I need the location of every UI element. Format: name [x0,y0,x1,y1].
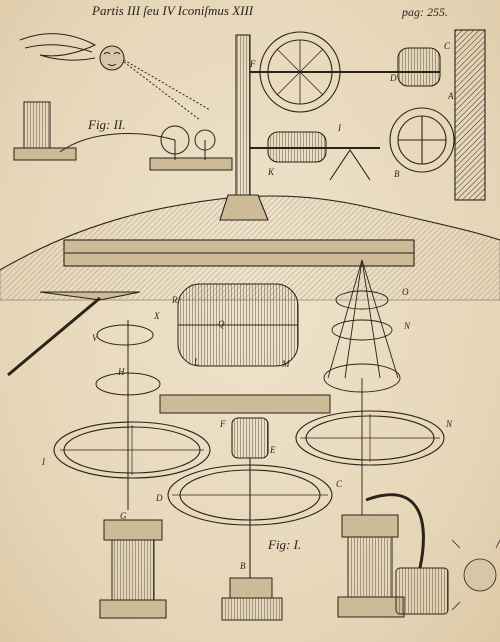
letter-label: M [282,359,290,369]
letter-label: I [338,123,341,133]
cone-frame [323,259,401,520]
letter-label: A [448,91,454,101]
letter-label: Q [218,319,225,329]
main-beam [7,239,415,377]
plate-title: Partis III ſeu IV Iconiſmus XIII [92,3,254,18]
upper-mill [219,29,486,221]
letter-label: N [446,419,453,429]
drum [159,283,331,414]
page-number: pag: 255. [402,5,448,19]
figure-1-label: Fig: I. [268,537,302,552]
letter-label: R [172,295,178,305]
letter-label: F [220,419,226,429]
letter-label: D [156,493,163,503]
large-wheels [53,410,445,580]
letter-label: N [404,321,411,331]
letter-label: F [250,59,256,69]
figure-2-label: Fig: II. [88,117,126,132]
sun-face [451,539,500,611]
letter-label: O [402,287,409,297]
letter-label: B [394,169,400,179]
letter-label: B [240,561,246,571]
letter-label: C [336,479,343,489]
letter-label: I [42,457,45,467]
letter-label: L [194,357,200,367]
letter-label: H [118,367,125,377]
letter-label: D [390,73,397,83]
letter-label: G [120,511,127,521]
fig2-machine [13,101,233,171]
letter-label: X [154,311,160,321]
pedestals [99,493,449,621]
letter-label: E [270,445,276,455]
letter-label: V [92,333,98,343]
letter-label: K [268,167,275,177]
letter-label: C [444,41,451,51]
left-gears [95,320,161,510]
wind-head [19,33,211,121]
